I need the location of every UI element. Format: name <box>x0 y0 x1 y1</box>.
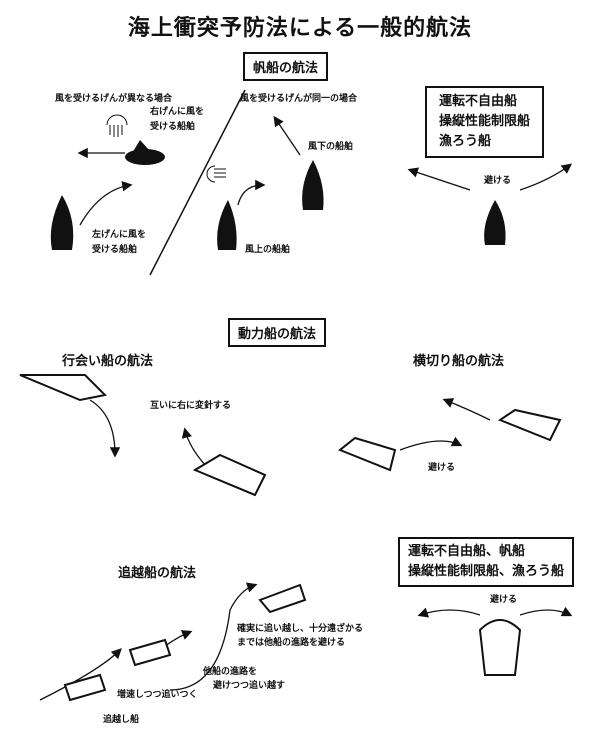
box-line: 操縦性能制限船、漁ろう船 <box>408 564 565 579</box>
motorboat <box>19 374 108 402</box>
overtake-note-2: 他船の進路を避けつつ追い越す <box>203 665 285 693</box>
box-line: 運転不自由船 <box>439 94 518 109</box>
motorboat <box>258 583 307 614</box>
head-on-note: 互いに右に変針する <box>150 401 232 411</box>
motorboat <box>478 619 522 676</box>
label-line: 左げんに風を <box>92 230 147 240</box>
label-line: 受ける船舶 <box>92 245 138 255</box>
label-line: 避けつつ追い越す <box>213 681 286 691</box>
overtake-note-1: 確実に追い越し、十分遠ざかるまでは他船の進路を避ける <box>237 622 363 650</box>
label-line: 受ける船舶 <box>150 122 196 132</box>
sailboat <box>125 140 165 165</box>
box-line: 運転不自由船、帆船 <box>408 544 526 559</box>
avoid-label: 避ける <box>484 176 512 186</box>
box-line: 漁ろう船 <box>439 134 492 149</box>
sail-priority-box: 運転不自由船操縦性能制限船漁ろう船 <box>425 86 545 158</box>
box-line: 操縦性能制限船 <box>439 114 531 129</box>
sailboat <box>484 200 506 245</box>
motorboat <box>192 453 267 497</box>
windward-label: 風上の船舶 <box>245 245 291 255</box>
motorboat <box>63 673 107 702</box>
sailboat <box>50 195 74 250</box>
page-title: 海上衝突予防法による一般的航法 <box>127 16 473 41</box>
crossing-avoid-label: 避ける <box>428 463 456 473</box>
power-heading: 動力船の航法 <box>228 318 327 347</box>
case-same-label: 風を受けるげんが同一の場合 <box>240 94 358 104</box>
motorboat <box>497 408 562 442</box>
overtaking-ship-label: 追越し船 <box>103 715 140 725</box>
case-diff-label: 風を受けるげんが異なる場合 <box>55 94 173 104</box>
port-wind-label: 左げんに風を受ける船舶 <box>92 228 146 258</box>
crossing-heading: 横切り船の航法 <box>413 354 505 369</box>
head-on-heading: 行会い船の航法 <box>62 354 154 369</box>
divider-line <box>149 89 246 276</box>
motorboat <box>128 638 172 667</box>
label-line: 他船の進路を <box>203 667 258 677</box>
power-priority-box: 運転不自由船、帆船操縦性能制限船、漁ろう船 <box>398 537 575 587</box>
sailboat <box>302 160 324 210</box>
overtaking-heading: 追越船の航法 <box>118 566 197 581</box>
label-line: 確実に追い越し、十分遠ざかる <box>237 624 364 634</box>
avoid-label: 避ける <box>490 595 518 605</box>
sailboat <box>217 200 237 250</box>
label-line: 右げんに風を <box>150 107 205 117</box>
starboard-wind-label: 右げんに風を受ける船舶 <box>150 105 204 135</box>
wind-icon <box>106 114 128 137</box>
sail-heading: 帆船の航法 <box>243 52 329 81</box>
overtake-note-3: 増速しつつ追いつく <box>117 690 198 700</box>
motorboat <box>338 436 397 472</box>
leeward-label: 風下の船舶 <box>308 142 354 152</box>
wind-icon <box>206 165 226 183</box>
label-line: までは他船の進路を避ける <box>237 638 346 648</box>
